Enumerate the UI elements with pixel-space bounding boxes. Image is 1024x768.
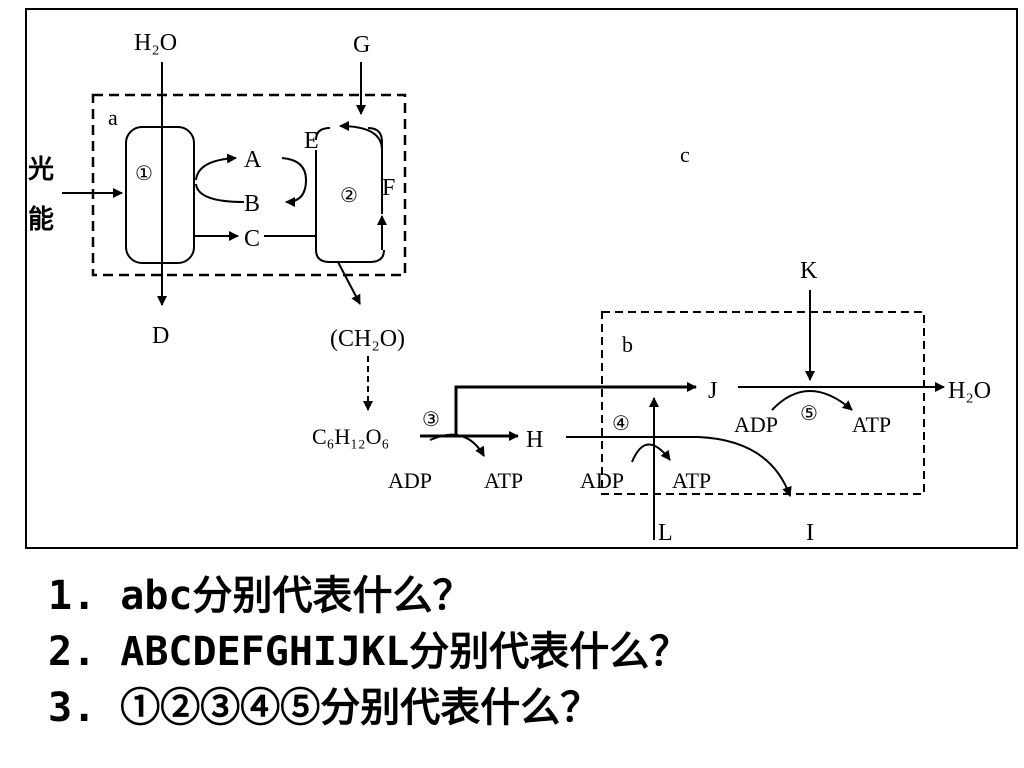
diagram-frame bbox=[25, 8, 1018, 549]
label-adp-3: ADP bbox=[388, 468, 432, 493]
label-c6h12o6: C₆H₁₂O₆ bbox=[312, 424, 389, 449]
question-1: 1. abc分别代表什么？ bbox=[48, 573, 473, 619]
process-3-label: ③ bbox=[422, 407, 440, 431]
process-1-label: ① bbox=[135, 161, 153, 185]
label-d: D bbox=[152, 323, 169, 349]
region-a-box bbox=[91, 93, 407, 277]
label-atp-4: ATP bbox=[672, 468, 711, 493]
photosynthesis-respiration-diagram: a c b 光 能 ① H₂O D A B C E F ② G (CH₂O) C… bbox=[27, 30, 991, 546]
label-c: C bbox=[244, 226, 260, 252]
region-b-label: b bbox=[622, 332, 633, 357]
light-energy-label-2: 能 bbox=[28, 204, 54, 235]
label-f: F bbox=[382, 175, 395, 201]
process-2-cycle bbox=[315, 127, 385, 263]
b-back-left bbox=[195, 183, 245, 203]
label-adp-5: ADP bbox=[734, 412, 778, 437]
label-adp-4: ADP bbox=[580, 468, 624, 493]
label-j: J bbox=[708, 378, 717, 404]
glucose-to-j-line bbox=[454, 382, 697, 436]
label-h2o-right: H₂O bbox=[948, 378, 991, 404]
light-energy-label-1: 光 bbox=[27, 155, 54, 185]
region-c-label: c bbox=[680, 142, 690, 167]
label-e: E bbox=[304, 128, 319, 154]
label-b: B bbox=[244, 191, 260, 217]
region-a-label: a bbox=[108, 105, 118, 130]
question-3: 3. ①②③④⑤分别代表什么？ bbox=[48, 685, 601, 731]
question-2: 2. ABCDEFGHIJKL分别代表什么？ bbox=[48, 629, 690, 675]
region-b-box bbox=[601, 311, 925, 495]
adp-atp-5-curve bbox=[771, 390, 853, 411]
adp-atp-3-curve bbox=[429, 433, 485, 457]
label-k: K bbox=[800, 258, 818, 284]
label-atp-3: ATP bbox=[484, 468, 523, 493]
label-l: L bbox=[658, 520, 673, 546]
process-2-label: ② bbox=[340, 183, 358, 207]
label-g: G bbox=[353, 32, 370, 58]
label-i: I bbox=[806, 520, 814, 546]
question-list: 1. abc分别代表什么？ 2. ABCDEFGHIJKL分别代表什么？ 3. … bbox=[48, 568, 1008, 736]
adp-atp-4-curve bbox=[631, 443, 671, 463]
label-ch2o: (CH₂O) bbox=[330, 326, 405, 352]
label-h2o-top: H₂O bbox=[134, 30, 177, 56]
label-h: H bbox=[526, 427, 543, 453]
label-atp-5: ATP bbox=[852, 412, 891, 437]
to-ch2o-arrow bbox=[337, 261, 361, 305]
label-a: A bbox=[244, 147, 262, 173]
process-5-label: ⑤ bbox=[800, 401, 818, 425]
f-to-e-arrow bbox=[339, 121, 383, 151]
process-4-label: ④ bbox=[612, 411, 630, 435]
a-b-loop-right bbox=[281, 157, 308, 207]
process-1-box bbox=[125, 126, 195, 264]
to-i-arrow bbox=[697, 436, 792, 497]
to-a-arrow bbox=[195, 153, 237, 181]
